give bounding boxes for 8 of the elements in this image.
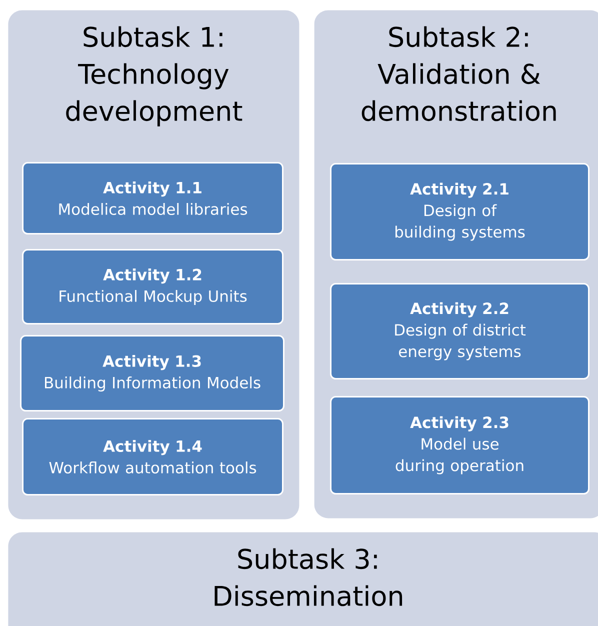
activity-box: Activity 1.2 Functional Mockup Units	[22, 249, 284, 324]
panel: Subtask 3: Dissemination	[8, 532, 598, 626]
activity-box: Activity 2.2 Design of district energy systems	[330, 283, 590, 380]
activity-box: Activity 2.1 Design of building systems	[330, 163, 590, 260]
activity-box: Activity 1.1 Modelica model libraries	[22, 162, 284, 234]
activity-box: Activity 1.3 Building Information Models	[20, 335, 284, 412]
activity-box: Activity 2.3 Model use during operation	[330, 396, 590, 494]
activity-box: Activity 1.4 Workflow automation tools	[22, 418, 284, 496]
